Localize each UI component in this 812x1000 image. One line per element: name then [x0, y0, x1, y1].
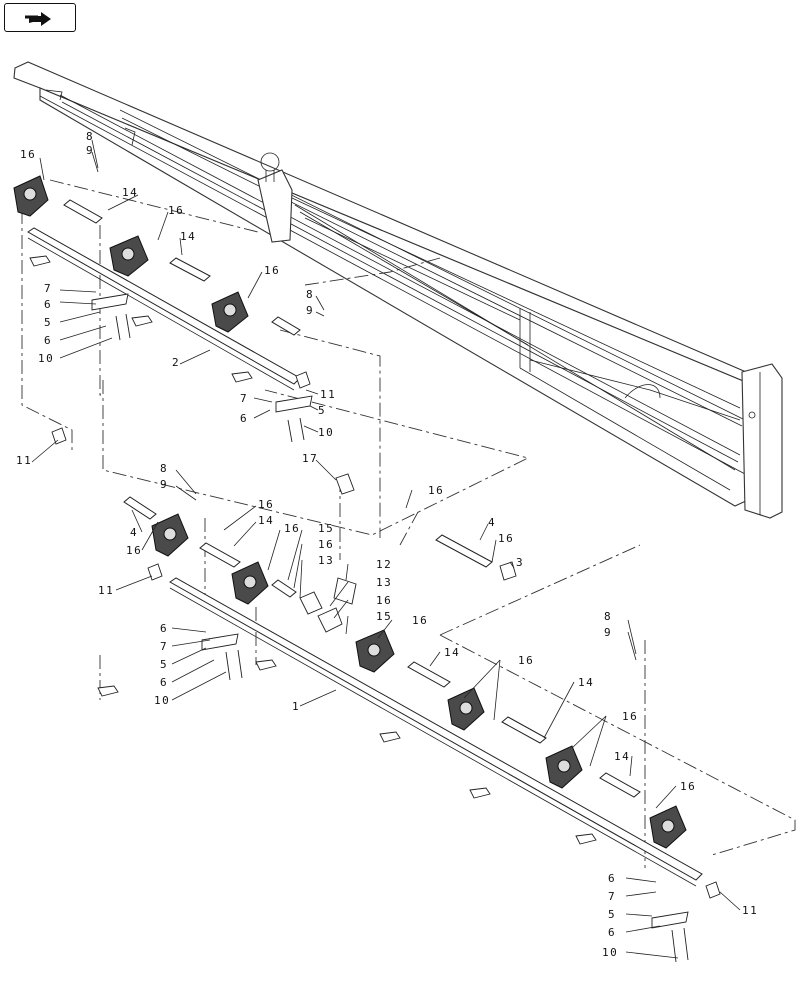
callout-labels: 16 8 9 14 16 14 16 7 6 5 6 10 2 8 9 11 7… — [16, 130, 758, 959]
upper-boom-section — [13, 175, 313, 445]
callout-10: 10 — [38, 352, 54, 365]
callout-12: 12 — [376, 558, 392, 571]
callout-11: 11 — [320, 388, 336, 401]
nozzle-body — [13, 175, 49, 217]
nozzle-body — [211, 291, 249, 333]
return-arrow-icon — [25, 12, 51, 26]
callout-16: 16 — [680, 780, 696, 793]
callout-7: 7 — [44, 282, 52, 295]
callout-16: 16 — [20, 148, 36, 161]
phantom-lines — [21, 179, 796, 868]
callout-8: 8 — [86, 130, 94, 143]
callout-14: 14 — [122, 186, 138, 199]
callout-14: 14 — [614, 750, 630, 763]
callout-7: 7 — [240, 392, 248, 405]
callout-1: 1 — [292, 700, 300, 713]
callout-15: 15 — [318, 522, 334, 535]
callout-16: 16 — [412, 614, 428, 627]
callout-5: 5 — [160, 658, 168, 671]
callout-6: 6 — [608, 872, 616, 885]
callout-16: 16 — [518, 654, 534, 667]
callout-16: 16 — [264, 264, 280, 277]
boom-frame — [13, 61, 783, 519]
callout-14: 14 — [578, 676, 594, 689]
callout-9: 9 — [306, 304, 314, 317]
callout-6: 6 — [160, 622, 168, 635]
callout-16: 16 — [284, 522, 300, 535]
callout-6: 6 — [608, 926, 616, 939]
nav-return-button[interactable] — [4, 3, 76, 32]
callout-6: 6 — [160, 676, 168, 689]
nozzle-body — [109, 235, 149, 277]
callout-2: 2 — [172, 356, 180, 369]
callout-6: 6 — [240, 412, 248, 425]
pipe-14-upper-3 — [271, 316, 301, 336]
callout-4: 4 — [488, 516, 496, 529]
callout-5: 5 — [608, 908, 616, 921]
callout-16: 16 — [622, 710, 638, 723]
callout-4: 4 — [130, 526, 138, 539]
callout-9: 9 — [604, 626, 612, 639]
callout-14: 14 — [180, 230, 196, 243]
callout-10: 10 — [602, 946, 618, 959]
callout-16: 16 — [318, 538, 334, 551]
callout-14: 14 — [258, 514, 274, 527]
callout-11: 11 — [742, 904, 758, 917]
callout-17: 17 — [302, 452, 318, 465]
callout-16: 16 — [126, 544, 142, 557]
callout-5: 5 — [44, 316, 52, 329]
callout-11: 11 — [98, 584, 114, 597]
callout-8: 8 — [306, 288, 314, 301]
callout-14: 14 — [444, 646, 460, 659]
callout-7: 7 — [608, 890, 616, 903]
callout-11: 11 — [16, 454, 32, 467]
callout-10: 10 — [154, 694, 170, 707]
callout-16: 16 — [258, 498, 274, 511]
callout-6: 6 — [44, 298, 52, 311]
callout-7: 7 — [160, 640, 168, 653]
callout-13: 13 — [318, 554, 334, 567]
callout-5: 5 — [318, 404, 326, 417]
callout-15: 15 — [376, 610, 392, 623]
callout-leaders — [31, 139, 741, 959]
callout-16: 16 — [428, 484, 444, 497]
callout-8: 8 — [604, 610, 612, 623]
callout-6: 6 — [44, 334, 52, 347]
callout-16: 16 — [376, 594, 392, 607]
lower-boom-section — [97, 473, 721, 963]
callout-16: 16 — [168, 204, 184, 217]
callout-16: 16 — [498, 532, 514, 545]
callout-13: 13 — [376, 576, 392, 589]
pipe-14-upper-2 — [169, 257, 211, 282]
pipe-14-upper-1 — [63, 199, 103, 224]
callout-9: 9 — [86, 144, 94, 157]
callout-3: 3 — [516, 556, 524, 569]
callout-8: 8 — [160, 462, 168, 475]
callout-10: 10 — [318, 426, 334, 439]
callout-9: 9 — [160, 478, 168, 491]
